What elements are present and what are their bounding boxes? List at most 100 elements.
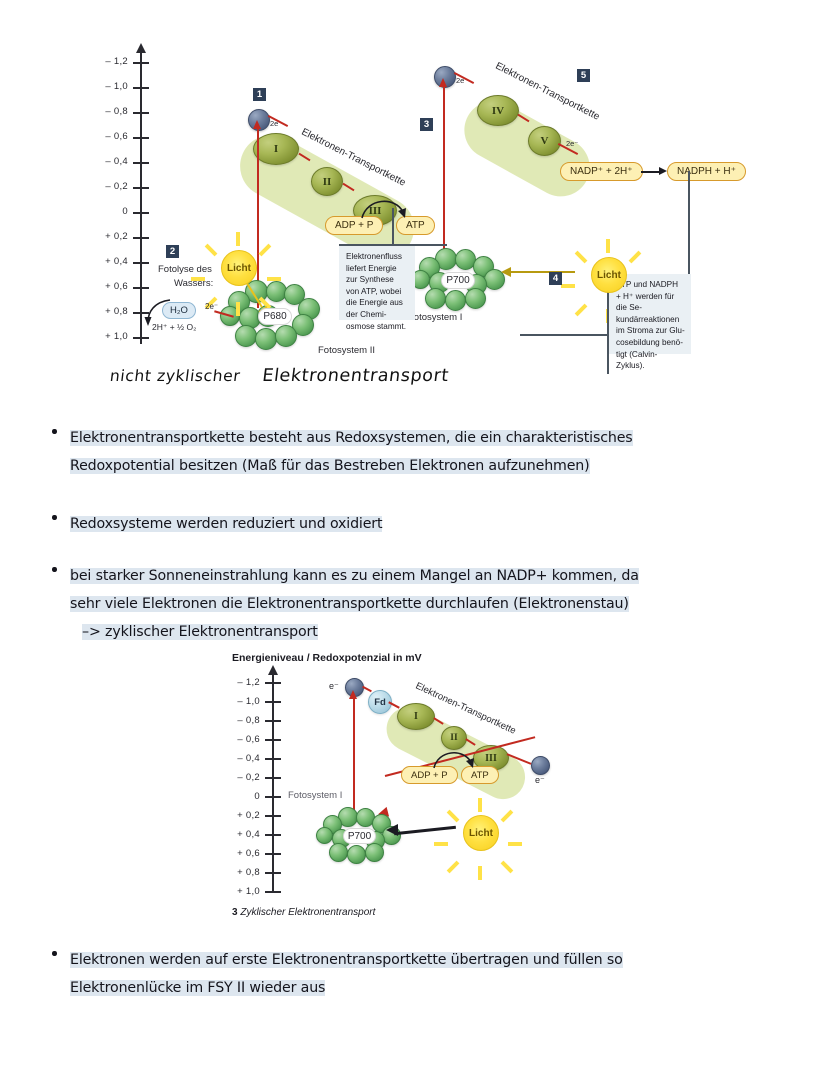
y-tick-label: – 1,2 — [105, 56, 128, 67]
atp-badge: ATP — [396, 216, 435, 235]
marker-1: 1 — [253, 88, 266, 101]
bullet-1-line-2: Redoxpotential besitzen (Maß für das Bes… — [70, 458, 590, 474]
atp-curve-arrow-fig2 — [433, 752, 474, 769]
y2-tick-label: – 0,8 — [237, 715, 260, 726]
bullet-3: bei starker Sonneneinstrahlung kann es z… — [48, 562, 792, 646]
y-tick-label: – 0,2 — [105, 181, 128, 192]
bullet-2-line-1: Redoxsysteme werden reduziert und oxidie… — [70, 516, 383, 532]
marker-4: 4 — [549, 272, 562, 285]
photosystem-I-label: Fotosystem I — [408, 312, 463, 323]
y-tick-label: – 0,6 — [105, 131, 128, 142]
y-tick-label: + 1,0 — [105, 331, 128, 342]
electron-label-right-fig2: e⁻ — [535, 775, 545, 785]
y-axis-arrowhead-2 — [268, 665, 278, 675]
bullet-4-line-2: Elektronenlücke im FSY II wieder aus — [70, 980, 326, 996]
electron-label-3: 2e⁻ — [566, 139, 579, 148]
bullet-1: Elektronentransportkette besteht aus Red… — [48, 424, 792, 480]
figure-2-title: Energieniveau / Redoxpotenzial in mV — [232, 652, 422, 664]
p680-core: P680 — [258, 308, 292, 325]
y2-tick-label: – 1,2 — [237, 677, 260, 688]
sun-icon-right: Licht — [561, 239, 651, 323]
figure-2-caption-text: Zyklischer Elektronentransport — [240, 907, 376, 918]
bullet-dot — [52, 429, 57, 434]
y2-tick-label: – 1,0 — [237, 696, 260, 707]
sun-label-left: Licht — [221, 250, 257, 286]
sun-icon-fig2: Licht — [434, 798, 522, 880]
y2-tick-label: + 0,6 — [237, 848, 260, 859]
y2-tick-label: + 0,2 — [237, 810, 260, 821]
y2-tick-label: – 0,6 — [237, 734, 260, 745]
p700-core-fig2: P700 — [343, 828, 376, 844]
y2-tick-label: – 0,4 — [237, 753, 260, 764]
y-axis-arrowhead — [136, 43, 146, 53]
sun-label-fig2: Licht — [463, 815, 499, 851]
adp-badge-fig2: ADP + P — [401, 766, 458, 784]
bullet-dot — [52, 951, 57, 956]
sun-label-right: Licht — [591, 257, 627, 293]
photosystem-II-label: Fotosystem II — [318, 345, 376, 356]
y-tick-label: + 0,4 — [105, 256, 128, 267]
atp-curve-arrow — [361, 200, 406, 219]
figure-noncyclic-electron-transport: – 1,2 – 1,0 – 0,8 – 0,6 – 0,4 – 0,2 0 + … — [96, 40, 796, 374]
marker-5: 5 — [577, 69, 590, 82]
y-tick-label: + 0,8 — [105, 306, 128, 317]
bullet-1-line-1: Elektronentransportkette besteht aus Red… — [70, 430, 633, 446]
bullet-dot — [52, 515, 57, 520]
electron-sphere-right-fig2 — [531, 756, 550, 775]
nadph-badge: NADPH + H⁺ — [667, 162, 746, 181]
handwritten-caption-part1: nicht zyklischer — [108, 367, 242, 385]
excitation-arrow-ps1 — [443, 84, 446, 256]
excitation-arrow-ps2 — [257, 126, 260, 308]
y-tick-label: – 1,0 — [105, 81, 128, 92]
bullet-4: Elektronen werden auf erste Elektronentr… — [48, 946, 792, 1002]
bullet-dot — [52, 567, 57, 572]
complex-V: V — [528, 126, 561, 156]
y-axis-line — [140, 52, 142, 344]
complex-II-fig2: II — [441, 726, 467, 750]
y-axis-line-2 — [272, 674, 274, 892]
note-left: Elektronenfluss liefert Energie zur Synt… — [339, 246, 415, 331]
atp-badge-fig2: ATP — [461, 766, 499, 784]
water-badge: H₂O — [162, 302, 196, 319]
complex-I: I — [253, 133, 299, 165]
y-tick-label: + 0,2 — [105, 231, 128, 242]
y2-tick-label: – 0,2 — [237, 772, 260, 783]
y-tick-label: – 0,4 — [105, 156, 128, 167]
excitation-arrow-fig2 — [353, 696, 356, 819]
ferredoxin-icon: Fd — [368, 690, 392, 714]
y2-tick-label: 0 — [254, 791, 260, 802]
marker-2: 2 — [166, 245, 179, 258]
handwritten-caption-part2: Elektronentransport — [261, 366, 451, 386]
photolysis-curve-arrow — [144, 299, 171, 326]
electron-label-2: 2e⁻ — [456, 76, 469, 85]
photolysis-electrons: 2e⁻ — [205, 302, 219, 311]
note-right: ATP und NADPH + H⁺ werden für die Se-kun… — [609, 274, 691, 370]
photolysis-title-1: Fotolyse des — [158, 264, 212, 275]
y-tick-label: + 0,6 — [105, 281, 128, 292]
y2-tick-label: + 0,8 — [237, 867, 260, 878]
complex-IV: IV — [477, 95, 519, 126]
marker-3: 3 — [420, 118, 433, 131]
photolysis-products: 2H⁺ + ½ O₂ — [152, 322, 197, 332]
figure-2-caption-number: 3 — [232, 907, 238, 918]
photosystem-I-label-fig2: Fotosystem I — [288, 790, 343, 801]
bullet-3-line-2: sehr viele Elektronen die Elektronentran… — [70, 596, 629, 612]
note-right-text: ATP und NADPH + H⁺ werden für die Se-kun… — [616, 280, 685, 371]
sun-icon-left: Licht — [191, 232, 281, 316]
figure-cyclic-electron-transport: Energieniveau / Redoxpotenzial in mV – 1… — [228, 652, 578, 924]
photosystem-I-fig2: P700 — [316, 807, 402, 864]
bullet-3-line-1: bei starker Sonneneinstrahlung kann es z… — [70, 568, 639, 584]
y2-tick-label: + 1,0 — [237, 886, 260, 897]
adp-badge: ADP + P — [325, 216, 384, 235]
bullet-2: Redoxsysteme werden reduziert und oxidie… — [48, 510, 792, 538]
figure-2-caption: 3 Zyklischer Elektronentransport — [232, 907, 375, 918]
bullet-4-line-1: Elektronen werden auf erste Elektronentr… — [70, 952, 623, 968]
bullet-3-line-3: –> zyklischer Elektronentransport — [82, 624, 318, 640]
photosystem-I: P700 — [411, 248, 507, 311]
p700-core: P700 — [441, 272, 475, 289]
complex-II: II — [311, 167, 343, 196]
handwritten-caption: nicht zyklischer Elektronentransport — [109, 366, 450, 386]
y-tick-label: 0 — [122, 206, 128, 217]
y2-tick-label: + 0,4 — [237, 829, 260, 840]
electron-label-1: 2e⁻ — [270, 119, 283, 128]
